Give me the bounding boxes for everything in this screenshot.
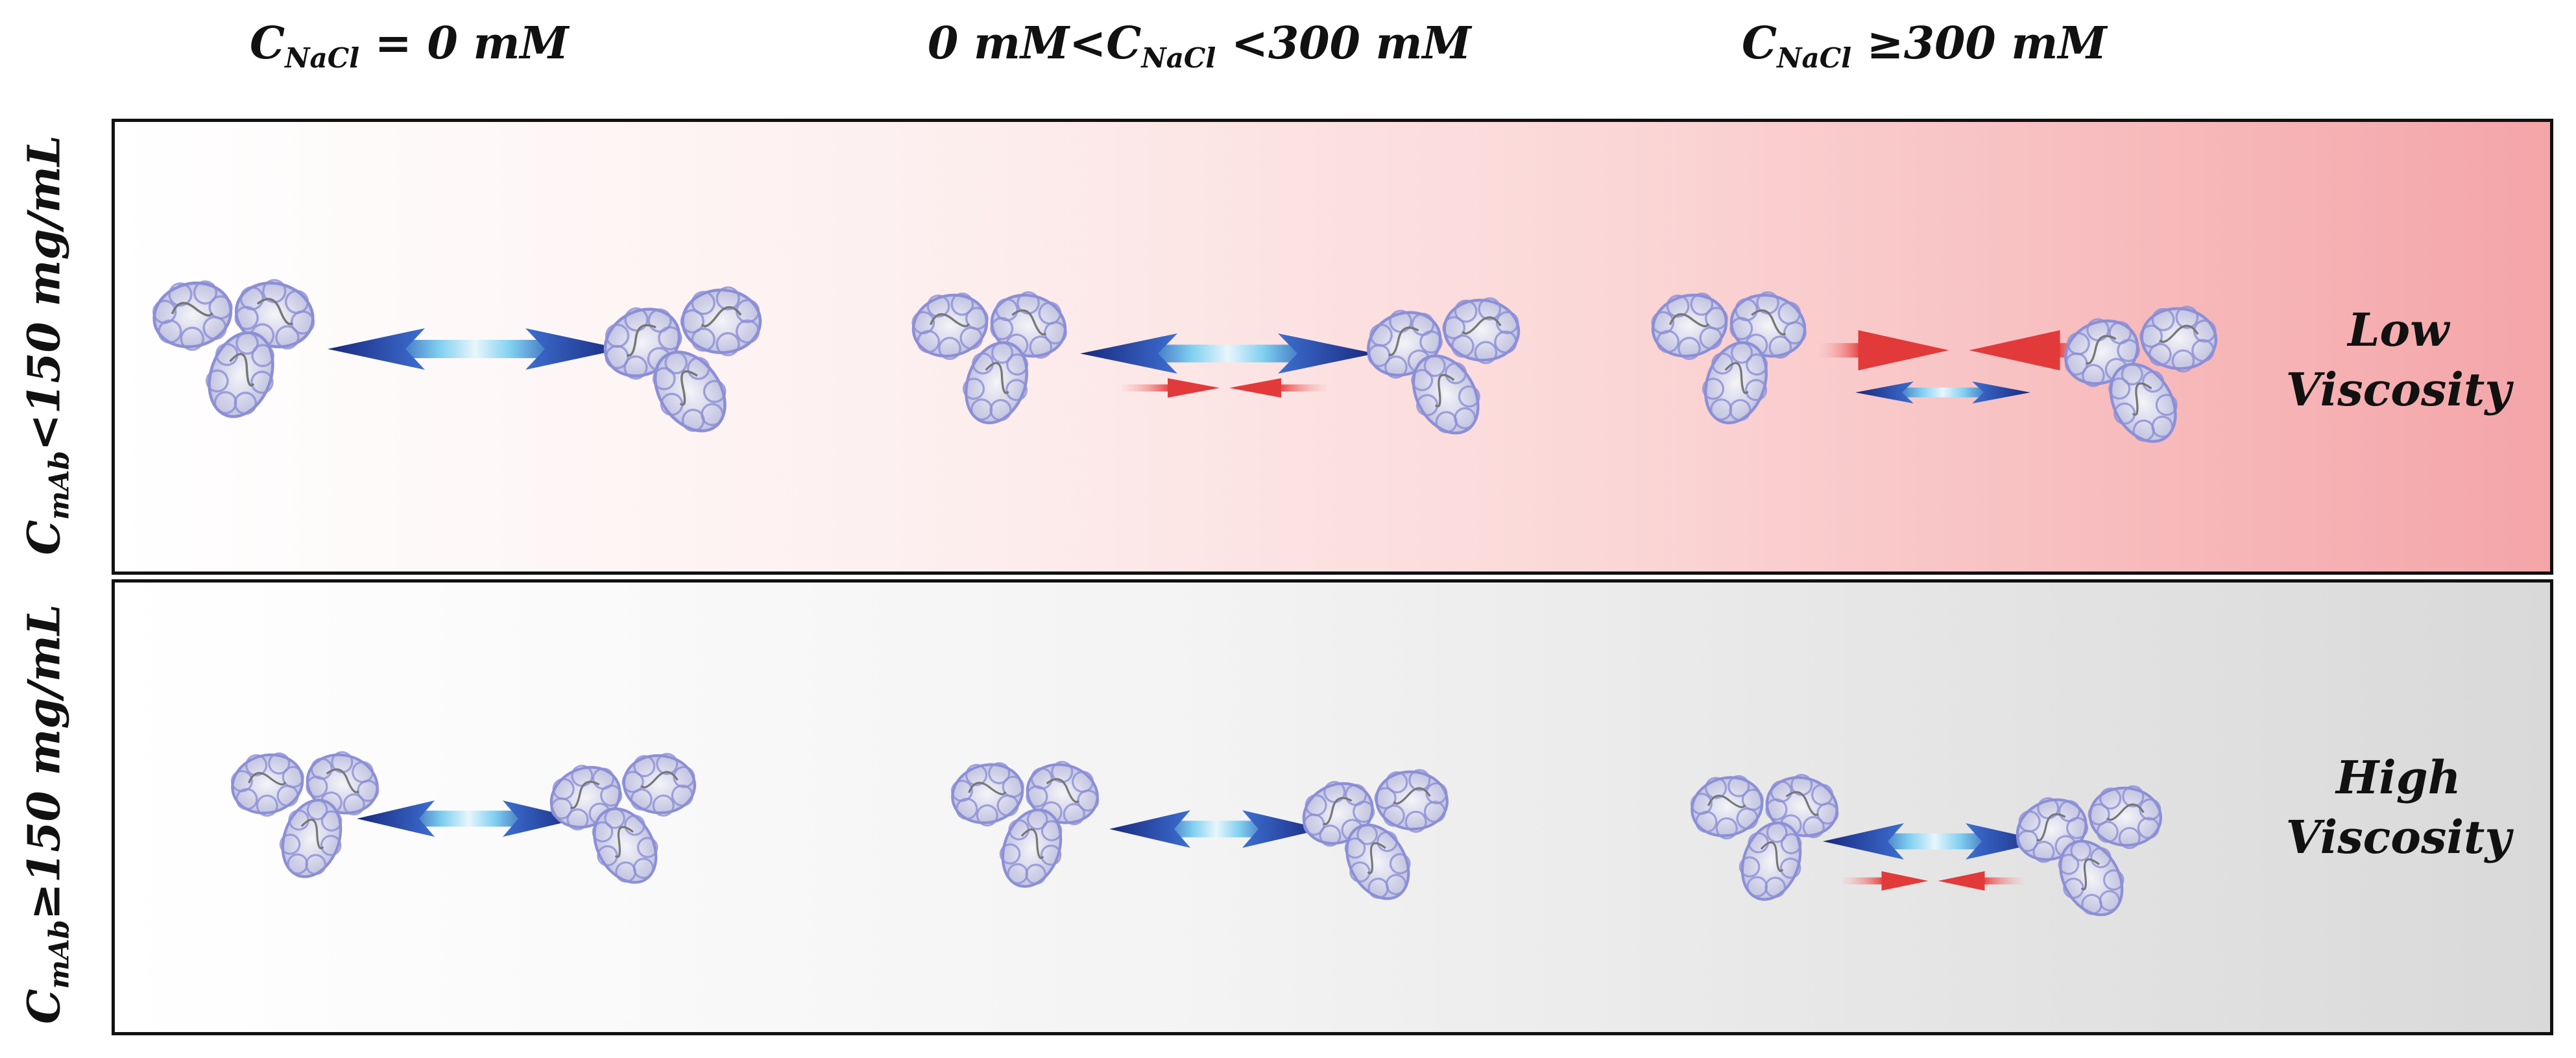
header-value: <300 mM <box>1216 18 1471 69</box>
attraction-arrow-icon <box>1122 378 1327 398</box>
verdict-line-1: Low <box>2348 303 2450 357</box>
antibody-icon <box>1302 769 1449 900</box>
antibody-icon <box>1367 297 1521 435</box>
header-symbol: C <box>1742 18 1777 69</box>
header-subscript: NaCl <box>1141 42 1216 74</box>
antibody-icon <box>549 752 697 884</box>
verdict-high-viscosity: High Viscosity <box>2286 748 2511 867</box>
repulsion-arrow-icon <box>328 328 623 370</box>
repulsion-arrow-icon <box>1080 333 1375 374</box>
header-value: = 0 mM <box>359 18 569 69</box>
antibody-icon <box>603 286 762 433</box>
repulsion-arrow-icon <box>357 800 581 837</box>
verdict-line-2: Viscosity <box>2285 363 2511 416</box>
header-prefix: 0 mM< <box>928 18 1107 69</box>
header-subscript: NaCl <box>285 42 360 74</box>
antibody-icon <box>230 751 379 878</box>
antibody-icon <box>1690 773 1839 901</box>
verdict-low-viscosity: Low Viscosity <box>2286 300 2511 420</box>
header-symbol: C <box>1106 18 1142 69</box>
column-header-no-salt: CNaCl = 0 mM <box>250 14 569 74</box>
repulsion-arrow-icon <box>1855 381 2030 403</box>
antibody-icon <box>2016 785 2163 917</box>
antibody-icon <box>2064 306 2218 443</box>
antibody-icon <box>152 279 315 418</box>
repulsion-arrow-icon <box>1823 823 2047 860</box>
header-symbol: C <box>250 18 285 69</box>
column-header-mid-salt: 0 mM<CNaCl <300 mM <box>928 14 1471 74</box>
attraction-arrow-icon <box>1820 330 2099 370</box>
header-value: ≥300 mM <box>1851 18 2107 69</box>
attraction-arrow-icon <box>1842 871 2024 891</box>
verdict-line-1: High <box>2336 751 2461 804</box>
antibody-icon <box>950 760 1100 888</box>
verdict-line-2: Viscosity <box>2285 810 2511 864</box>
column-header-high-salt: CNaCl ≥300 mM <box>1742 14 2107 74</box>
header-subscript: NaCl <box>1777 42 1852 74</box>
antibody-icon <box>911 291 1067 425</box>
repulsion-arrow-icon <box>1109 810 1323 848</box>
antibody-icon <box>1651 291 1807 425</box>
